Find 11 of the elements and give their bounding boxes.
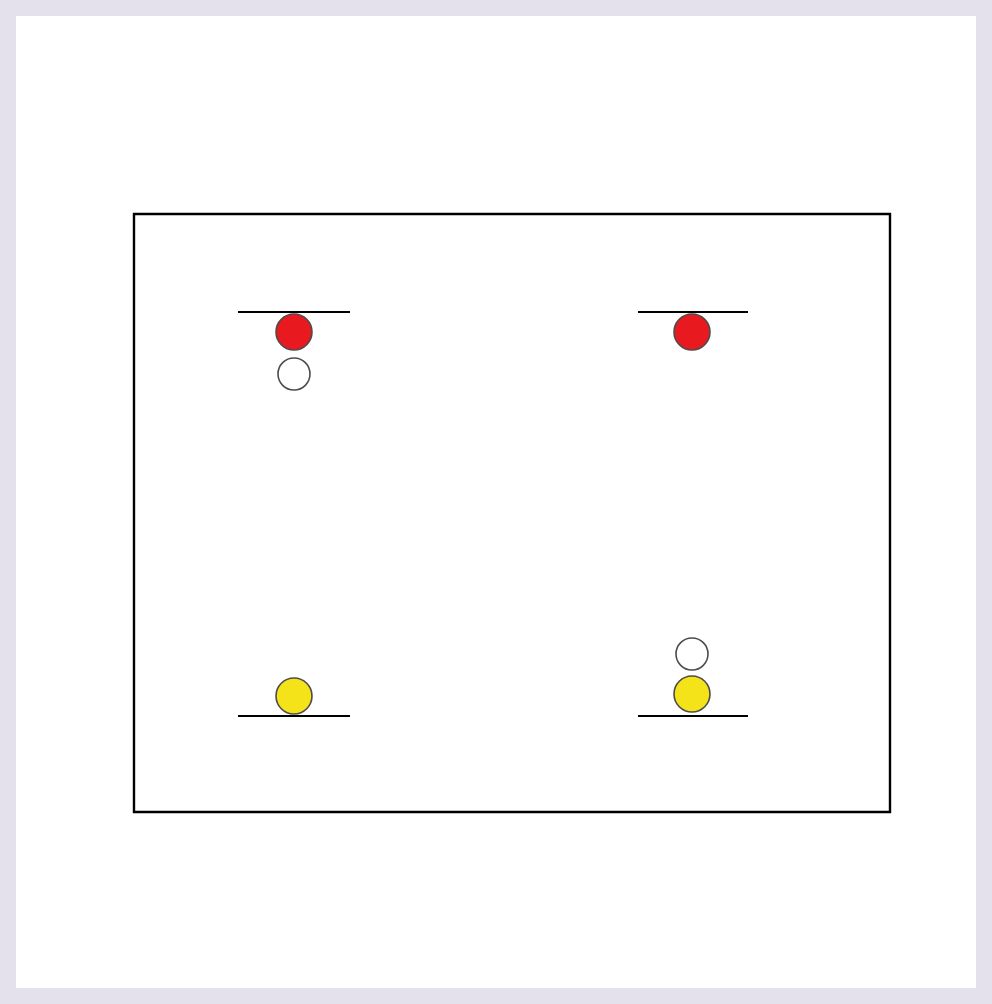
bar-line bbox=[638, 311, 748, 313]
bar-line bbox=[238, 715, 350, 717]
ball bbox=[275, 313, 313, 351]
ball bbox=[275, 677, 313, 715]
bar-line bbox=[238, 311, 350, 313]
ball bbox=[673, 313, 711, 351]
ball bbox=[675, 637, 709, 671]
box-outline bbox=[132, 212, 892, 814]
ball bbox=[277, 357, 311, 391]
ball bbox=[673, 675, 711, 713]
bar-line bbox=[638, 715, 748, 717]
